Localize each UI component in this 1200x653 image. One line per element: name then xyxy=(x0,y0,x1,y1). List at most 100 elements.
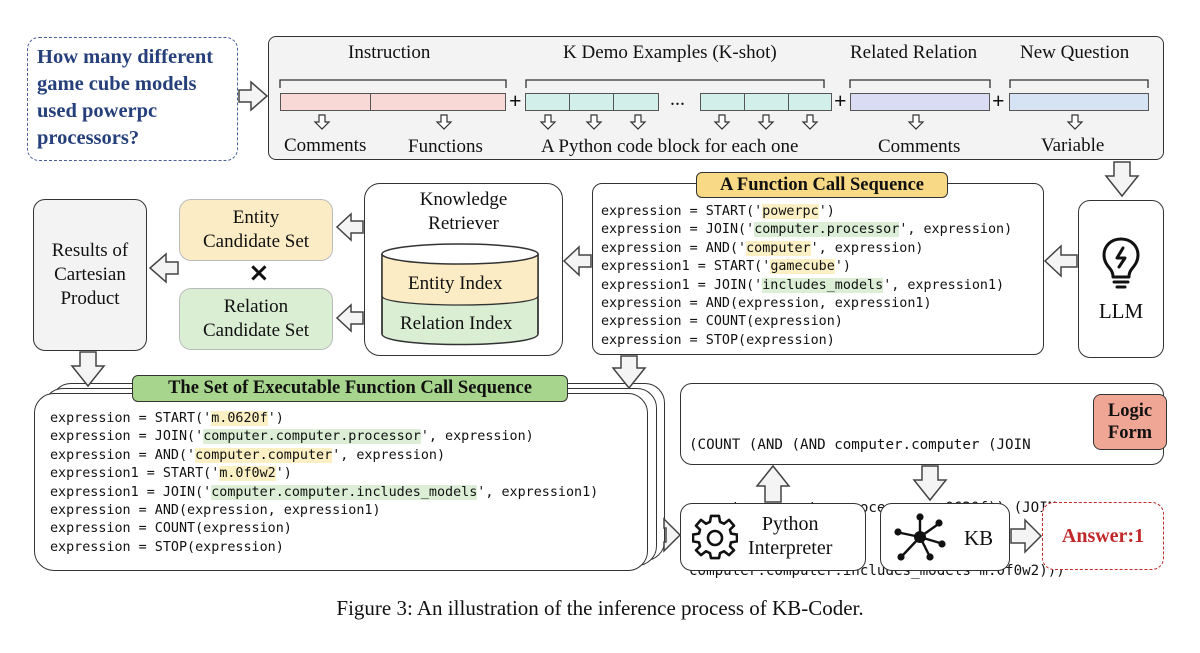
code-highlight: gamecube xyxy=(770,259,835,275)
code-text: expression1 = START(' xyxy=(50,466,220,482)
python-interpreter-label: Python Interpreter xyxy=(748,513,833,559)
function-call-line: expression1 = START('gamecube') xyxy=(601,258,1012,276)
executable-code: expression = START('m.0620f')expression … xyxy=(50,410,598,557)
plus-sign-2: + xyxy=(834,88,847,113)
cartesian-product-box: Results of Cartesian Product xyxy=(33,199,147,351)
function-call-line: expression = AND('computer', expression) xyxy=(601,240,1012,258)
question-box xyxy=(27,37,238,161)
executable-line: expression = JOIN('computer.computer.pro… xyxy=(50,428,598,446)
figure-caption: Figure 3: An illustration of the inferen… xyxy=(336,596,864,620)
python-interpreter-box xyxy=(680,503,866,571)
code-text: expression = AND(' xyxy=(50,447,196,463)
times-sign: × xyxy=(248,258,270,288)
code-text: expression = AND(' xyxy=(601,240,747,256)
code-text: expression = STOP(expression) xyxy=(601,332,835,348)
relation-candidate-set: Relation Candidate Set xyxy=(179,288,333,350)
new-question-segment xyxy=(1009,93,1149,111)
code-text: expression = STOP(expression) xyxy=(50,539,284,555)
kb-label: KB xyxy=(964,526,994,550)
demo-segment-6 xyxy=(788,93,832,111)
knowledge-retriever-title: Knowledge Retriever xyxy=(419,189,508,234)
executable-set-title: The Set of Executable Function Call Sequ… xyxy=(132,375,568,402)
function-call-code: expression = START('powerpc')expression … xyxy=(601,203,1012,350)
code-highlight: includes_models xyxy=(762,277,884,293)
network-icon xyxy=(894,513,946,561)
code-highlight: computer xyxy=(746,240,811,256)
executable-line: expression = STOP(expression) xyxy=(50,539,598,557)
function-call-line: expression = START('powerpc') xyxy=(601,203,1012,221)
code-text: ', expression1) xyxy=(883,277,1005,293)
lightbulb-icon xyxy=(1102,237,1140,289)
code-text: ', expression) xyxy=(810,240,924,256)
code-highlight: computer.computer.processor xyxy=(203,429,421,445)
code-text: ') xyxy=(275,466,292,482)
variable-caption: Variable xyxy=(1041,135,1105,156)
llm-label: LLM xyxy=(1098,299,1144,323)
code-text: ', expression) xyxy=(420,429,534,445)
code-text: ') xyxy=(834,259,851,275)
code-text: expression = COUNT(expression) xyxy=(601,314,843,330)
function-call-line: expression = JOIN('computer.processor', … xyxy=(601,221,1012,239)
executable-line: expression = AND(expression, expression1… xyxy=(50,502,598,520)
new-question-header: New Question xyxy=(1020,42,1130,63)
instruction-header: Instruction xyxy=(348,42,431,63)
demo-segment-3 xyxy=(613,93,659,111)
function-call-line: expression = COUNT(expression) xyxy=(601,313,1012,331)
entity-candidate-set: Entity Candidate Set xyxy=(179,199,333,261)
demo-ellipsis: ... xyxy=(670,88,685,110)
plus-sign-3: + xyxy=(992,88,1005,113)
code-text: expression1 = START(' xyxy=(601,259,771,275)
prompt-brackets xyxy=(279,79,1149,88)
instruction-segment-2 xyxy=(370,93,506,111)
code-text: expression = AND(expression, expression1… xyxy=(50,502,381,518)
code-text: expression = JOIN(' xyxy=(601,222,755,238)
code-text: ', expression) xyxy=(899,222,1013,238)
executable-set-box xyxy=(34,393,648,571)
code-text: expression = AND(expression, expression1… xyxy=(601,295,932,311)
code-highlight: computer.computer.includes_models xyxy=(211,484,478,500)
code-highlight: m.0f0w2 xyxy=(219,466,276,482)
plus-sign-1: + xyxy=(509,88,522,113)
function-call-line: expression1 = JOIN('includes_models', ex… xyxy=(601,277,1012,295)
function-call-line: expression = AND(expression, expression1… xyxy=(601,295,1012,313)
function-call-line: expression = STOP(expression) xyxy=(601,332,1012,350)
code-highlight: computer.processor xyxy=(754,222,900,238)
answer-box: Answer:1 xyxy=(1042,502,1164,570)
executable-line: expression = AND('computer.computer', ex… xyxy=(50,447,598,465)
executable-line: expression1 = START('m.0f0w2') xyxy=(50,465,598,483)
code-highlight: m.0620f xyxy=(211,411,268,426)
question-text: How many different game cube models used… xyxy=(37,46,214,149)
index-cylinder xyxy=(381,243,539,346)
code-highlight: powerpc xyxy=(762,204,819,219)
demos-header: K Demo Examples (K-shot) xyxy=(563,42,777,63)
relation-index-label: Relation Index xyxy=(400,313,513,334)
related-header: Related Relation xyxy=(850,42,978,63)
code-text: ', expression) xyxy=(332,447,446,463)
code-text: expression1 = JOIN(' xyxy=(50,484,212,500)
python-block-caption: A Python code block for each one xyxy=(541,136,799,157)
logic-form-label: Logic Form xyxy=(1093,394,1167,450)
code-text: expression = START(' xyxy=(601,204,763,219)
code-text: expression = JOIN(' xyxy=(50,429,204,445)
function-call-title: A Function Call Sequence xyxy=(696,172,948,198)
comments-caption-1: Comments xyxy=(284,135,367,156)
executable-line: expression = START('m.0620f') xyxy=(50,410,598,428)
functions-caption: Functions xyxy=(408,136,483,157)
gear-icon xyxy=(692,514,738,560)
comments-caption-2: Comments xyxy=(878,136,961,157)
kb-box xyxy=(880,503,1010,571)
code-text: expression1 = JOIN(' xyxy=(601,277,763,293)
flow-arrows xyxy=(70,80,1140,554)
related-segment xyxy=(850,93,990,111)
code-text: ') xyxy=(818,204,835,219)
code-text: ', expression1) xyxy=(477,484,599,500)
llm-box: LLM xyxy=(1078,200,1164,358)
entity-index-label: Entity Index xyxy=(408,273,503,294)
code-text: expression = COUNT(expression) xyxy=(50,521,292,537)
code-text: expression = START(' xyxy=(50,411,212,426)
code-text: ') xyxy=(267,411,284,426)
executable-line: expression = COUNT(expression) xyxy=(50,520,598,538)
code-highlight: computer.computer xyxy=(195,447,333,463)
prompt-down-arrows xyxy=(313,114,1084,130)
executable-line: expression1 = JOIN('computer.computer.in… xyxy=(50,484,598,502)
